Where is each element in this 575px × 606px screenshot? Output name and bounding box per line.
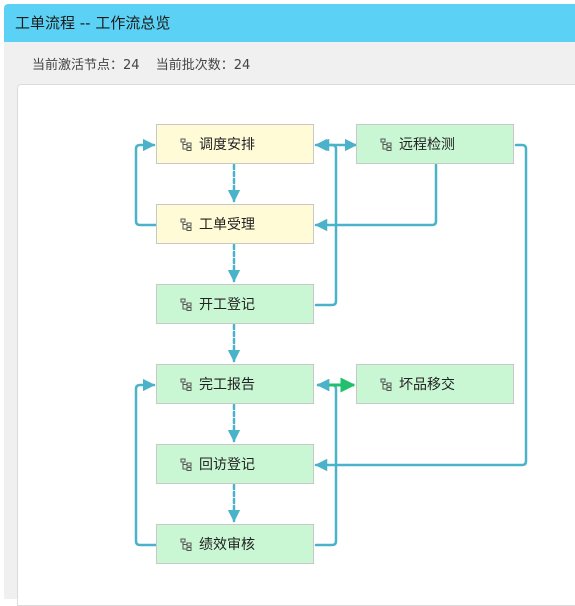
workflow-node-icon [179,537,193,551]
batch-count: 当前批次数：24 [155,58,251,73]
window-title: 工单流程 -- 工作流总览 [15,14,171,32]
edge-start-dispatch [314,138,338,307]
node-dispatch[interactable]: 调度安排 [156,124,314,164]
node-remote[interactable]: 远程检测 [356,124,514,164]
node-start[interactable]: 开工登记 [156,284,314,324]
node-label: 调度安排 [199,137,255,153]
workflow-node-icon [379,137,393,151]
node-label: 坏品移交 [399,377,455,393]
node-label: 回访登记 [199,457,255,473]
node-label: 绩效审核 [199,537,255,553]
node-report[interactable]: 完工报告 [156,364,314,404]
node-defect[interactable]: 坏品移交 [356,364,514,404]
edge-remote-revisit [314,143,528,472]
node-label: 远程检测 [399,137,455,153]
workflow-node-icon [179,137,193,151]
workflow-node-icon [179,297,193,311]
workflow-canvas: 调度安排 远程检测 工单受理 开工登记 完工报告 坏品移交 回访 [17,84,575,606]
edge-remote-accept [314,163,438,232]
node-label: 开工登记 [199,297,255,313]
workflow-connectors [134,138,528,547]
node-audit[interactable]: 绩效审核 [156,524,314,564]
node-label: 工单受理 [199,217,255,233]
workflow-node-icon [179,457,193,471]
workflow-node-icon [179,377,193,391]
active-nodes-count: 当前激活节点：24 [32,58,140,73]
status-bar: 当前激活节点：24 当前批次数：24 [32,54,262,78]
node-revisit[interactable]: 回访登记 [156,444,314,484]
title-bar: 工单流程 -- 工作流总览 [4,4,575,42]
edge-audit-report-loop [134,378,158,547]
node-accept[interactable]: 工单受理 [156,204,314,244]
workflow-node-icon [179,217,193,231]
edge-accept-dispatch-loop [134,138,158,227]
node-label: 完工报告 [199,377,255,393]
workflow-node-icon [379,377,393,391]
